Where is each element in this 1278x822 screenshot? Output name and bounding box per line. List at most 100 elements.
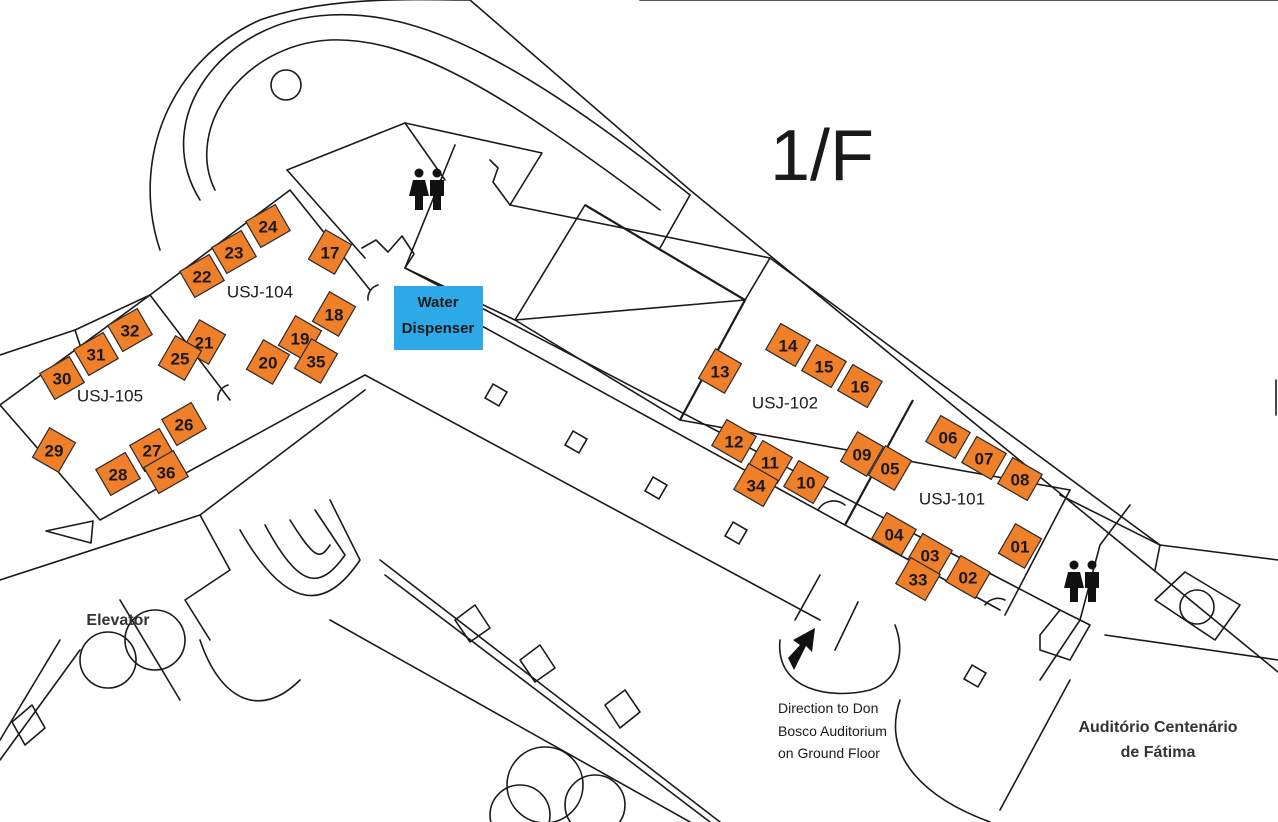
booth-18[interactable]: 18	[311, 290, 357, 338]
booth-box	[94, 451, 142, 497]
booth-box	[157, 334, 203, 382]
booth-box	[996, 456, 1044, 502]
booth-box	[72, 331, 120, 377]
booth-number: 02	[959, 569, 978, 588]
direction-arrow-icon	[788, 628, 815, 670]
booth-36[interactable]: 36	[142, 449, 190, 495]
booth-14[interactable]: 14	[764, 322, 812, 368]
booth-number: 03	[921, 547, 940, 566]
booth-number: 23	[225, 244, 244, 263]
booth-box	[944, 554, 992, 600]
booth-30[interactable]: 30	[38, 355, 86, 401]
booth-box	[924, 414, 972, 460]
booth-box	[244, 203, 292, 249]
booth-box	[245, 338, 291, 386]
booth-box	[894, 556, 942, 602]
booth-32[interactable]: 32	[106, 307, 154, 353]
booth-10[interactable]: 10	[782, 459, 830, 505]
booth-number: 01	[1011, 538, 1030, 557]
booth-box	[836, 363, 884, 409]
booth-number: 28	[109, 466, 128, 485]
booth-05[interactable]: 05	[867, 444, 913, 492]
booth-box	[732, 462, 780, 508]
booth-number: 22	[193, 268, 212, 287]
booth-box	[839, 430, 885, 478]
booth-number: 26	[175, 416, 194, 435]
booth-04[interactable]: 04	[870, 511, 918, 557]
booth-number: 13	[711, 363, 730, 382]
restroom-icon	[409, 168, 444, 210]
booth-34[interactable]: 34	[732, 462, 780, 508]
booth-20[interactable]: 20	[245, 338, 291, 386]
booth-number: 24	[259, 218, 278, 237]
booth-12[interactable]: 12	[710, 418, 758, 464]
booth-35[interactable]: 35	[293, 337, 339, 385]
booth-box	[38, 355, 86, 401]
booth-number: 17	[321, 244, 340, 263]
booth-15[interactable]: 15	[800, 343, 848, 389]
booth-13[interactable]: 13	[697, 347, 743, 395]
booth-09[interactable]: 09	[839, 430, 885, 478]
booth-number: 16	[851, 378, 870, 397]
booth-number: 05	[881, 460, 900, 479]
booth-06[interactable]: 06	[924, 414, 972, 460]
booth-07[interactable]: 07	[960, 435, 1008, 481]
booth-33[interactable]: 33	[894, 556, 942, 602]
booth-25[interactable]: 25	[157, 334, 203, 382]
restroom-icon	[1064, 560, 1099, 602]
auditorium-label-line2: de Fátima	[1121, 744, 1196, 761]
booth-16[interactable]: 16	[836, 363, 884, 409]
booth-number: 35	[307, 353, 326, 372]
direction-label-line3: on Ground Floor	[778, 745, 880, 761]
booth-box	[160, 401, 208, 447]
booth-box	[210, 229, 258, 275]
booth-number: 15	[815, 358, 834, 377]
booth-29[interactable]: 29	[31, 426, 77, 474]
booth-number: 11	[761, 454, 779, 473]
booth-box	[710, 418, 758, 464]
direction-label-line1: Direction to Don	[778, 700, 878, 716]
booth-box	[307, 228, 353, 276]
booth-number: 29	[45, 442, 64, 461]
elevator-label: Elevator	[86, 612, 149, 629]
room-label-usj105: USJ-105	[77, 387, 143, 406]
booth-box	[178, 253, 226, 299]
water-dispenser[interactable]: Water Dispenser	[394, 286, 483, 350]
booth-box	[870, 511, 918, 557]
booth-17[interactable]: 17	[307, 228, 353, 276]
booth-number: 32	[121, 322, 140, 341]
booth-box	[800, 343, 848, 389]
booth-number: 36	[157, 464, 176, 483]
booth-number: 34	[747, 477, 766, 496]
booth-31[interactable]: 31	[72, 331, 120, 377]
booth-22[interactable]: 22	[178, 253, 226, 299]
booth-26[interactable]: 26	[160, 401, 208, 447]
booth-number: 04	[885, 526, 904, 545]
booth-box	[311, 290, 357, 338]
booth-box	[867, 444, 913, 492]
booth-box	[31, 426, 77, 474]
booth-number: 09	[853, 446, 872, 465]
room-label-usj102: USJ-102	[752, 394, 818, 413]
booth-number: 06	[939, 429, 958, 448]
booth-02[interactable]: 02	[944, 554, 992, 600]
booth-number: 19	[291, 330, 310, 349]
water-dispenser-line1: Water	[417, 294, 458, 311]
booth-number: 18	[325, 306, 344, 325]
booth-number: 20	[259, 354, 278, 373]
auditorium-label-line1: Auditório Centenário	[1078, 719, 1237, 736]
booth-24[interactable]: 24	[244, 203, 292, 249]
booth-box	[293, 337, 339, 385]
booth-number: 27	[143, 442, 162, 461]
booth-number: 33	[909, 571, 928, 590]
booth-number: 12	[725, 433, 744, 452]
booth-08[interactable]: 08	[996, 456, 1044, 502]
booth-number: 31	[87, 346, 106, 365]
booth-box	[960, 435, 1008, 481]
booth-01[interactable]: 01	[997, 522, 1043, 570]
booth-number: 10	[797, 474, 816, 493]
booth-28[interactable]: 28	[94, 451, 142, 497]
booth-23[interactable]: 23	[210, 229, 258, 275]
